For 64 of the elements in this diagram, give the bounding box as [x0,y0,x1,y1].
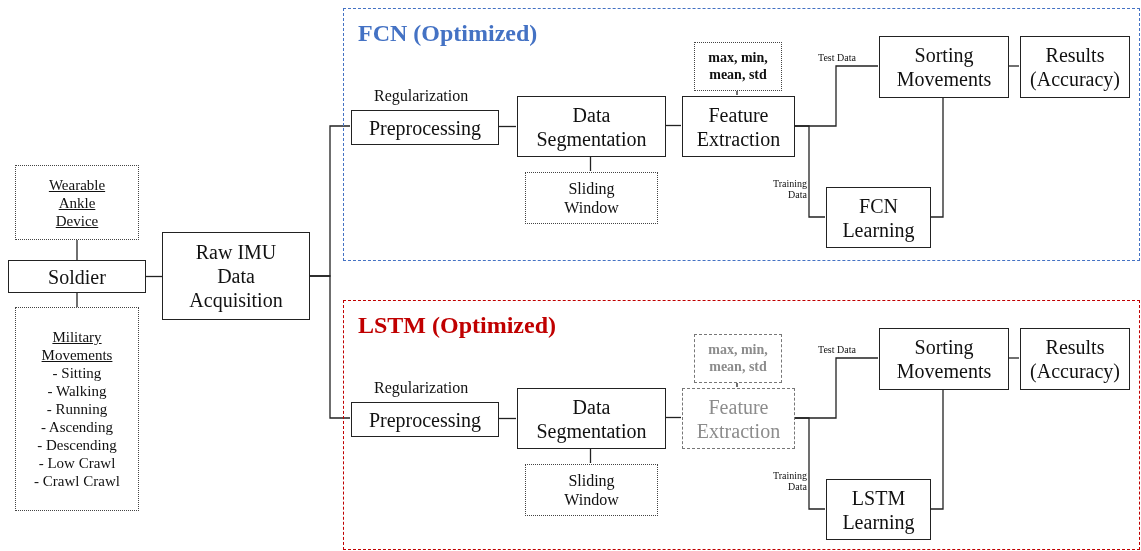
box-label: Results (Accuracy) [1029,43,1121,91]
box-label: Soldier [48,264,106,289]
note-box [15,165,139,240]
edge-label: Test Data [818,52,856,63]
process-box [8,260,146,293]
process-box [517,96,666,157]
connector-line [1007,65,1020,67]
box-label: Raw IMU Data Acquisition [189,240,283,312]
connector-line [736,89,738,96]
box-label: Feature Extraction [695,102,782,151]
process-box [1020,36,1130,98]
box-label: - Running [46,400,108,418]
box-label: Data Segmentation [535,102,648,151]
box-label: Sliding Window [563,178,620,218]
process-box [879,328,1009,390]
box-label: Results (Accuracy) [1029,335,1121,383]
group-title: LSTM (Optimized) [358,311,556,340]
box-label: Preprocessing [368,115,482,140]
edge-label: Test Data [818,344,856,355]
box-label: Data Segmentation [535,394,648,443]
process-box [682,96,795,157]
box-label: - Walking [47,382,107,400]
connector-line [1007,357,1020,359]
note-box [525,464,658,516]
box-label: FCN Learning [841,193,916,242]
note-box [525,172,658,224]
note-box [694,42,782,91]
process-box [826,187,931,248]
process-box [826,479,931,540]
connector-line [736,381,738,388]
group-title: FCN (Optimized) [358,19,538,48]
box-label: Sliding Window [563,470,620,510]
connector-line [793,417,826,510]
process-box [1020,328,1130,390]
group-panel [343,300,1140,550]
process-box [517,388,666,449]
box-label: max, min, mean, std [707,341,769,376]
connector-line [76,239,78,261]
process-box [682,388,795,449]
box-label: - Ascending [40,418,114,436]
box-label: - Low Crawl [38,454,116,472]
box-label: - Descending [37,436,117,454]
connector-line [929,388,944,510]
annotation-text: Regularization [374,379,469,397]
heading-text: Wearable Ankle Device [48,175,106,230]
heading-text: Military Movements [40,328,114,364]
process-box [879,36,1009,98]
box-label: Sorting Movements [895,43,993,91]
note-box [694,334,782,383]
box-label: Sorting Movements [895,335,993,383]
connector-line [309,275,351,419]
connector-line [793,125,826,218]
box-label: Feature Extraction [695,394,782,443]
box-label: - Sitting [52,364,102,382]
process-box [162,232,310,320]
connector-line [76,292,78,308]
box-label: Preprocessing [368,407,482,432]
box-label: LSTM Learning [841,485,916,534]
annotation-text: Regularization [374,87,469,105]
group-panel [343,8,1140,261]
box-label: - Crawl Crawl [34,472,120,490]
connector-line [929,96,944,218]
box-label: max, min, mean, std [707,49,769,84]
note-box [15,307,139,511]
